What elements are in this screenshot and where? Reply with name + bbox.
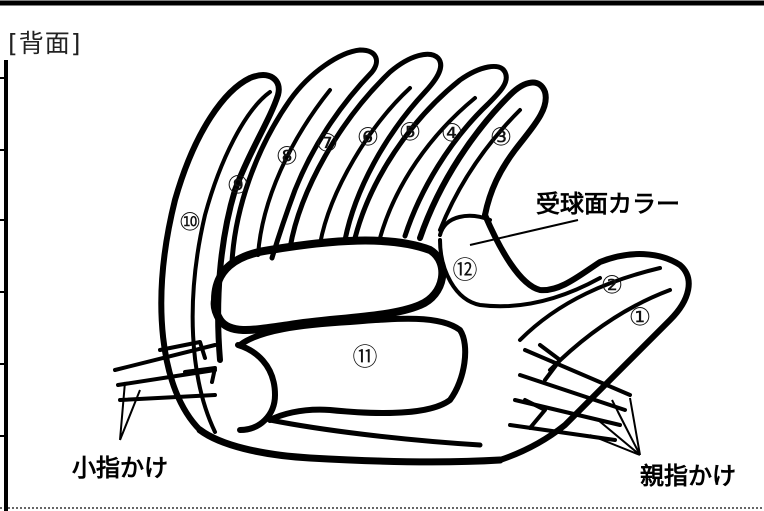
part-number-2: ②	[601, 271, 623, 300]
glove-outline	[113, 47, 692, 466]
part-number-6: ⑥	[357, 123, 379, 152]
pinky-callout-lines	[119, 381, 141, 441]
part-number-11: ⑪	[352, 343, 377, 372]
pinky-hook-lacing	[113, 340, 217, 402]
pinky-hook-label: 小指かけ	[72, 454, 168, 482]
thumb-hook-label: 親指かけ	[640, 462, 736, 490]
thumb-hook-lacing	[508, 343, 632, 442]
part-number-8: ⑧	[276, 142, 298, 171]
thumb-1	[518, 266, 662, 342]
finger-6	[318, 86, 412, 246]
finger-10-outline	[158, 72, 282, 433]
finger-9	[229, 47, 379, 265]
palm-pocket-bottom	[237, 315, 469, 423]
part-number-9: ⑨	[227, 171, 249, 200]
part-number-10: ⑩	[179, 208, 201, 237]
finger-5	[352, 63, 509, 241]
part-number-4: ④	[441, 119, 463, 148]
callout-lines	[119, 219, 641, 456]
part-number-12: ⑫	[452, 256, 477, 285]
finger-4	[378, 96, 477, 240]
finger-3	[417, 79, 549, 241]
thumb-callout-lines	[589, 397, 641, 456]
receiving-face-color-label: 受球面カラー	[536, 190, 680, 218]
finger-7	[287, 51, 444, 251]
color-callout-line	[469, 219, 579, 246]
finger-8	[256, 88, 332, 257]
thumb-2	[548, 288, 672, 372]
web-inner	[438, 213, 492, 237]
part-number-3: ③	[490, 123, 512, 152]
finger-3-inner	[438, 108, 522, 232]
part-number-1: ①	[629, 303, 651, 332]
glove-bottom-2	[267, 417, 483, 448]
palm-heel-left	[235, 342, 278, 433]
web-area	[482, 212, 692, 463]
palm-pocket-top	[210, 236, 447, 334]
glove-bottom	[196, 426, 504, 466]
part-number-7: ⑦	[316, 129, 338, 158]
part-number-5: ⑤	[399, 118, 421, 147]
finger-10-inner	[190, 90, 272, 434]
page-title: [背面]	[8, 29, 82, 58]
